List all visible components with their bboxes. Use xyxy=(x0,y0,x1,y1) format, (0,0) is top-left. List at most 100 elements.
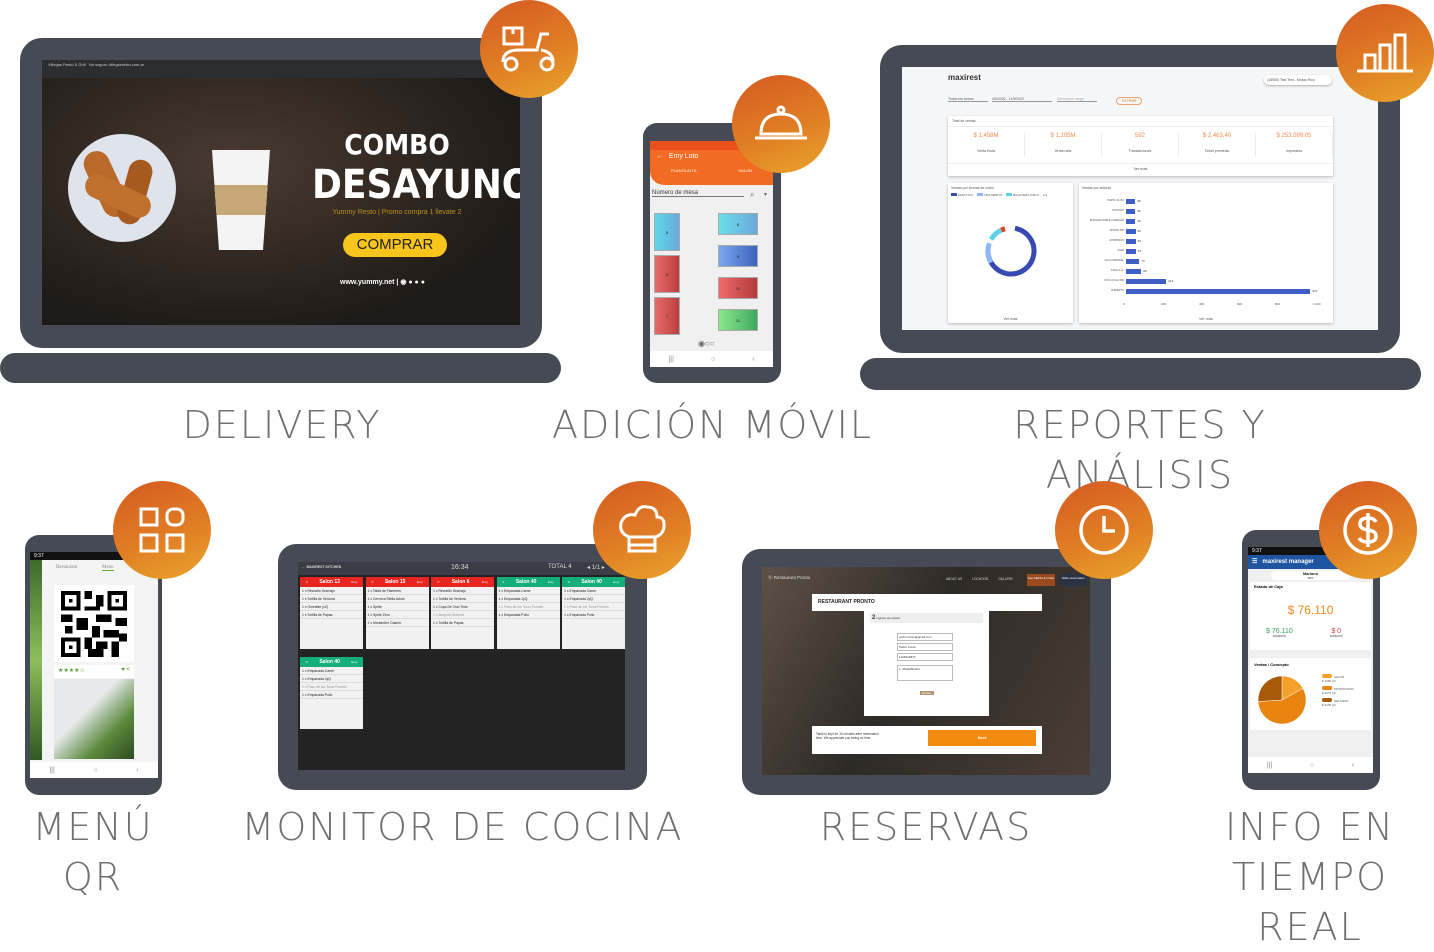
table-tile[interactable]: 5 xyxy=(654,213,680,251)
page-dots[interactable]: ◉○○ xyxy=(698,339,715,348)
table-tile[interactable]: 8 xyxy=(718,213,758,235)
order-item[interactable]: 1 x Empanada Pollo xyxy=(562,611,625,619)
site-link[interactable]: www.yummy.net xyxy=(340,279,395,286)
bar[interactable] xyxy=(1126,209,1136,214)
nav-gallery[interactable]: GALLERY xyxy=(998,577,1013,581)
bar[interactable] xyxy=(1126,279,1167,284)
legend-value: $ 2135 (2) xyxy=(1322,703,1336,707)
enviar-button[interactable]: Enviar xyxy=(919,691,934,695)
order-item[interactable]: 1 x Empanada JyQ xyxy=(496,595,560,603)
bar[interactable] xyxy=(1126,259,1140,264)
tab-planta-alta[interactable]: PLANTA ALTA xyxy=(671,168,697,173)
android-nav[interactable]: |||○‹ xyxy=(30,762,158,778)
order-item[interactable]: 1 x Empanada Carne xyxy=(496,587,560,595)
legend-name: MOSTRADOR xyxy=(1334,687,1354,691)
order-item[interactable]: 1 x Montenbre Casero xyxy=(365,619,429,627)
table-tile[interactable]: 6 xyxy=(654,255,680,293)
tab-menu[interactable]: Menu xyxy=(102,565,114,571)
phone-field[interactable]: 1125423874 xyxy=(897,653,953,661)
order-item[interactable]: 1 x Alfajores Maltose xyxy=(431,611,494,619)
order-item[interactable]: 1 x Cerveza Stella Artois xyxy=(365,595,429,603)
order-item[interactable]: 1 x Tortilla de Verdura xyxy=(300,595,363,603)
ver-mas-link[interactable]: Ver más xyxy=(1199,317,1213,321)
tab-salon[interactable]: SALON xyxy=(738,168,752,173)
bar[interactable] xyxy=(1126,229,1136,234)
hamburger-menu-icon[interactable]: ☰ xyxy=(1252,559,1258,565)
url-bar[interactable]: villegasresto.com.ar xyxy=(108,62,145,67)
nav-location[interactable]: LOCATION xyxy=(972,577,989,581)
date-range-input[interactable]: 4/5/2022 - 11/5/2022 xyxy=(992,97,1052,102)
tab-restaurant[interactable]: Restaurant xyxy=(56,565,78,570)
filtrar-button[interactable]: FILTRAR xyxy=(1116,97,1143,105)
order-item[interactable]: 1 x Empanada Pollo xyxy=(300,691,363,699)
ver-mas-link[interactable]: Ver más xyxy=(948,163,1333,171)
see-menu-button[interactable]: See MENU & Order xyxy=(1027,574,1055,586)
order-item[interactable]: 1 x Sprite Zero xyxy=(365,611,429,619)
order-item[interactable]: 1 x Revuelto Gramajo xyxy=(431,587,494,595)
order-item[interactable]: 1 x Paso de los Toros Pomelo xyxy=(300,683,363,691)
table-tile[interactable]: 9 xyxy=(718,245,758,267)
order-item[interactable]: 1 x Paso de los Toros Pomelo xyxy=(496,603,560,611)
bar[interactable] xyxy=(1126,269,1142,274)
pie-chart xyxy=(1258,676,1306,724)
kitchen-app-title[interactable]: ← MAXIREST KITCHEN xyxy=(302,565,342,569)
order-item[interactable]: 1 x Paso de los Toros Pomelo xyxy=(562,603,625,611)
bar[interactable] xyxy=(1126,199,1136,204)
order-item[interactable]: 1 x Copa De Vino Tinto xyxy=(431,603,494,611)
rango-select[interactable]: Seleccione rango xyxy=(1057,97,1097,102)
pie-slice[interactable] xyxy=(1258,676,1283,702)
order-item[interactable]: 1 x Empanada Pollo xyxy=(496,611,560,619)
order-item[interactable]: 1 x Tortilla de Verdura xyxy=(431,595,494,603)
kitchen-pager[interactable]: ◂ 1/1 ▸ xyxy=(587,565,605,571)
bar[interactable] xyxy=(1126,289,1311,294)
restaurant-brand[interactable]: Ⓥ Restaurant Pronto xyxy=(768,575,811,580)
order-item[interactable]: 1 x Empanada JyQ xyxy=(300,675,363,683)
legend-pager[interactable]: 1/3 xyxy=(1042,193,1048,197)
order-item[interactable]: 1 x Sprite xyxy=(365,603,429,611)
android-nav[interactable]: |||○‹ xyxy=(1248,757,1373,773)
browser-tab[interactable]: Villegas Resto & Grill xyxy=(48,62,86,67)
order-item[interactable]: 1 x Tortilla de Papas xyxy=(300,611,363,619)
order-item[interactable]: 1 x Tortilla de Papas xyxy=(431,619,494,627)
table-search-input[interactable]: Número de mesa xyxy=(652,190,744,197)
table-tile[interactable]: 11 xyxy=(718,309,758,331)
android-nav[interactable]: |||○‹ xyxy=(650,351,773,367)
order-item[interactable]: 1 x Revuelto Gramajo xyxy=(300,587,363,595)
chart-legend[interactable]: EFECTIVO VISA DEBITO BILLETERA VIRTU 1/3 xyxy=(948,193,1073,197)
order-item[interactable]: 1 x Omelette (x2) xyxy=(300,603,363,611)
order-item[interactable]: 1 x Empanada Carne xyxy=(562,587,625,595)
table-tile[interactable]: 7 xyxy=(654,297,680,335)
rating-row[interactable]: ★★★★☆♥ < xyxy=(54,665,134,678)
bar[interactable] xyxy=(1126,219,1136,224)
search-icon[interactable]: ⌕ xyxy=(750,190,755,199)
kpi-label: Transacciones xyxy=(1128,149,1152,153)
email-field[interactable]: pedro.conte@gmail.com xyxy=(897,633,953,641)
order-item[interactable]: 1 x Tabla de Fiambres xyxy=(365,587,429,595)
comprar-button[interactable]: COMPRAR xyxy=(343,233,447,257)
comments-field[interactable]: 1: 4f1a9d912ca xyxy=(897,665,953,681)
ver-mas-link[interactable]: Ver más xyxy=(1003,317,1018,321)
nav-about[interactable]: ABOUT US xyxy=(946,577,963,581)
filter-icon[interactable]: ▾ xyxy=(764,192,768,198)
order-item[interactable]: 1 x Empanada Carne xyxy=(300,667,363,675)
bar[interactable] xyxy=(1126,239,1136,244)
bar[interactable] xyxy=(1126,249,1136,254)
table-tile[interactable]: 10 xyxy=(718,277,758,299)
next-button[interactable]: Next xyxy=(928,730,1036,746)
table-reservation-button[interactable]: Table reservation xyxy=(1059,574,1087,586)
caja-total: $ 76.110 xyxy=(1287,603,1334,617)
social-icons[interactable]: ◉ ● ● ● xyxy=(400,279,425,286)
back-arrow-icon[interactable]: ← xyxy=(656,153,663,160)
user-menu[interactable]: (16580) Test Test - Mossy Rico xyxy=(1264,75,1332,85)
name-field[interactable]: Pedro Conte xyxy=(897,643,953,651)
pie-slice[interactable] xyxy=(1258,688,1306,724)
turnos-select[interactable]: Todos los turnos xyxy=(948,97,988,102)
order-item[interactable]: 1 x Empanada JyQ xyxy=(562,595,625,603)
